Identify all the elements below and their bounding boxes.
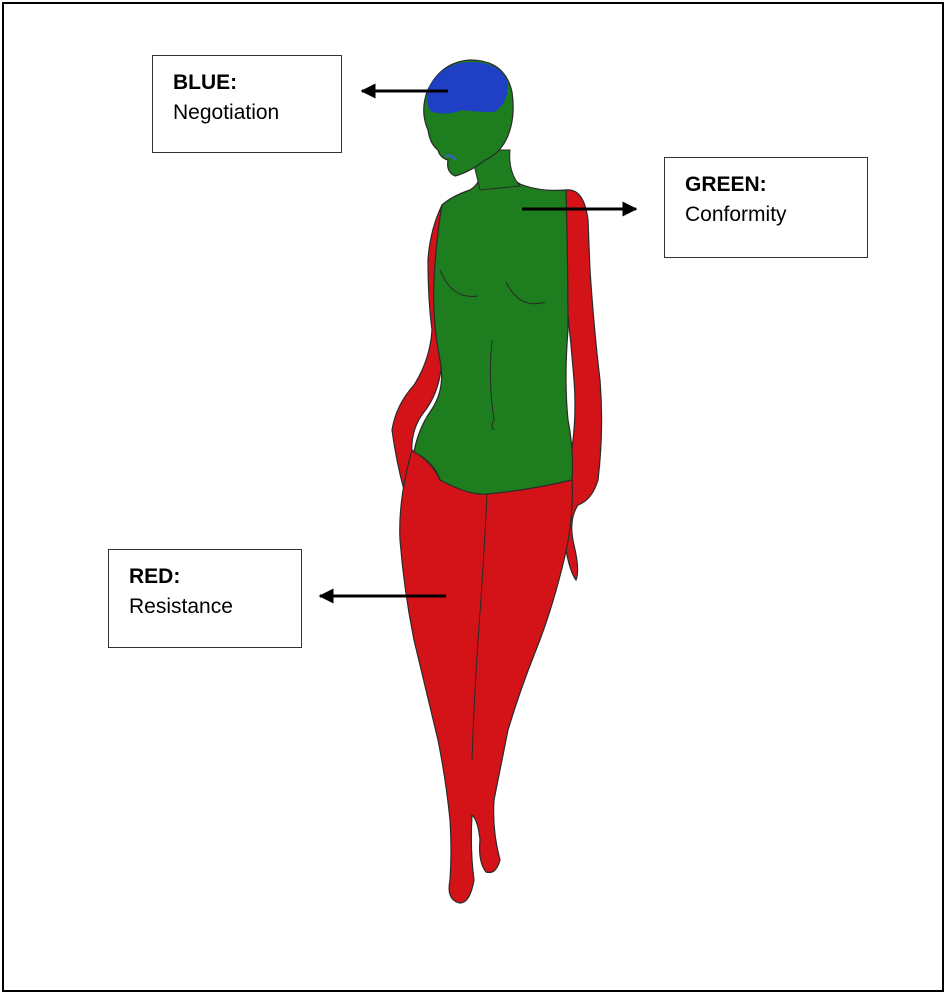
label-title-red: RED:	[129, 562, 301, 592]
label-title-green: GREEN:	[685, 170, 867, 200]
label-box-green: GREEN: Conformity	[664, 157, 868, 258]
label-text-red: Resistance	[129, 592, 301, 622]
label-box-red: RED: Resistance	[108, 549, 302, 648]
label-text-blue: Negotiation	[173, 98, 341, 128]
label-title-blue: BLUE:	[173, 68, 341, 98]
label-text-green: Conformity	[685, 200, 867, 230]
brain-region	[427, 62, 508, 114]
label-box-blue: BLUE: Negotiation	[152, 55, 342, 153]
torso-region	[414, 155, 573, 494]
